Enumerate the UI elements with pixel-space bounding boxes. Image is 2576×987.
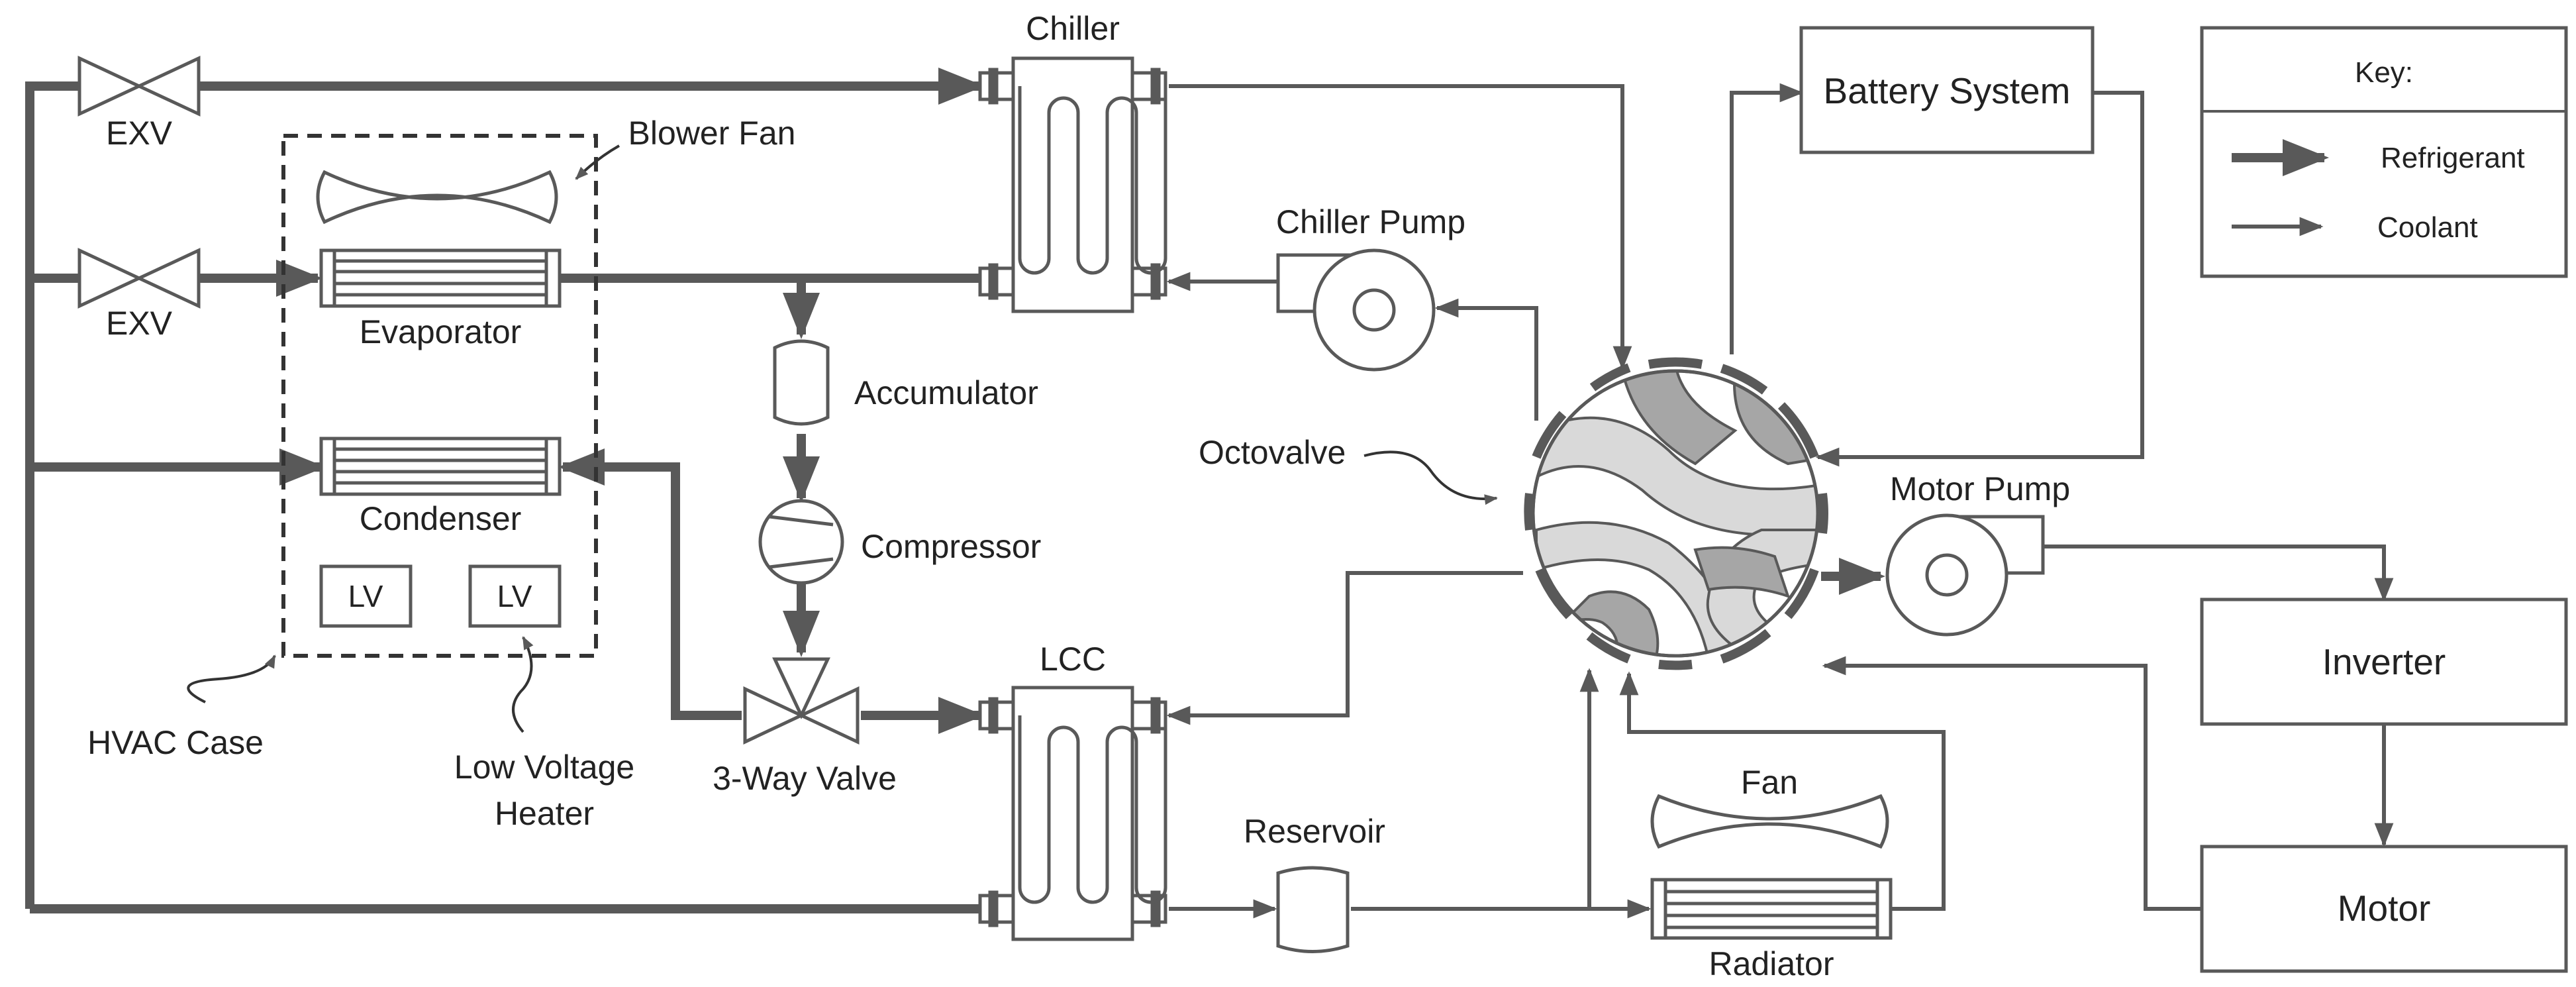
coolant-lines: [1166, 83, 2394, 919]
chiller-label: Chiller: [1026, 10, 1120, 47]
chiller-pump: [1276, 248, 1436, 372]
hvac-case: [281, 134, 598, 658]
motor-label: Motor: [2338, 888, 2431, 929]
lv-heater-callout: [512, 636, 534, 733]
motor-pump-label: Motor Pump: [1890, 470, 2070, 507]
lv-heater-right: [468, 564, 562, 628]
exv-valve-top: [77, 56, 201, 117]
fan-icon: [1650, 794, 1889, 849]
condenser: [319, 437, 562, 496]
lv-left-label: LV: [348, 579, 383, 613]
three-way-valve-label: 3-Way Valve: [713, 760, 897, 797]
lv-heater-label-line1: Low Voltage: [454, 749, 634, 786]
exv-top-label: EXV: [106, 115, 173, 152]
chiller-pump-label: Chiller Pump: [1276, 203, 1465, 240]
motor-box: [2200, 845, 2568, 973]
blower-fan-callout: [575, 144, 620, 180]
fan-label: Fan: [1741, 764, 1798, 801]
radiator-label: Radiator: [1709, 945, 1834, 982]
legend-coolant-label: Coolant: [2377, 211, 2478, 244]
accumulator: [773, 339, 830, 426]
accumulator-label: Accumulator: [854, 374, 1038, 411]
exv-mid-label: EXV: [106, 305, 173, 342]
lcc-label: LCC: [1040, 641, 1106, 678]
reservoir-label: Reservoir: [1244, 813, 1385, 850]
battery-system-box: [1799, 26, 2095, 154]
legend-title: Key:: [2355, 56, 2413, 89]
legend-refrigerant-label: Refrigerant: [2381, 142, 2525, 174]
octovalve-label: Octovalve: [1199, 434, 1346, 471]
three-way-valve: [743, 657, 860, 745]
hvac-case-callout: [187, 654, 276, 703]
condenser-label: Condenser: [360, 500, 522, 537]
blower-fan-label: Blower Fan: [628, 115, 796, 152]
radiator: [1650, 878, 1893, 940]
evaporator-label: Evaporator: [360, 313, 522, 350]
reservoir: [1276, 866, 1350, 953]
compressor-label: Compressor: [861, 528, 1041, 565]
legend: Key: Refrigerant Coolant: [2200, 26, 2568, 278]
octovalve: [1524, 357, 1828, 670]
blower-fan-icon: [316, 170, 558, 225]
lv-heater-left: [319, 564, 413, 628]
refrigerant-lines: [25, 68, 1885, 913]
lv-right-label: LV: [497, 579, 532, 613]
motor-pump: [1885, 513, 2045, 637]
exv-valve-mid: [77, 248, 201, 309]
inverter-label: Inverter: [2322, 641, 2446, 682]
inverter-box: [2200, 597, 2568, 726]
battery-system-label: Battery System: [1824, 70, 2071, 111]
compressor: [758, 499, 844, 585]
hvac-case-label: HVAC Case: [87, 724, 264, 761]
octovalve-callout: [1363, 450, 1498, 505]
evaporator: [319, 248, 562, 308]
lv-heater-label-line2: Heater: [495, 795, 594, 832]
